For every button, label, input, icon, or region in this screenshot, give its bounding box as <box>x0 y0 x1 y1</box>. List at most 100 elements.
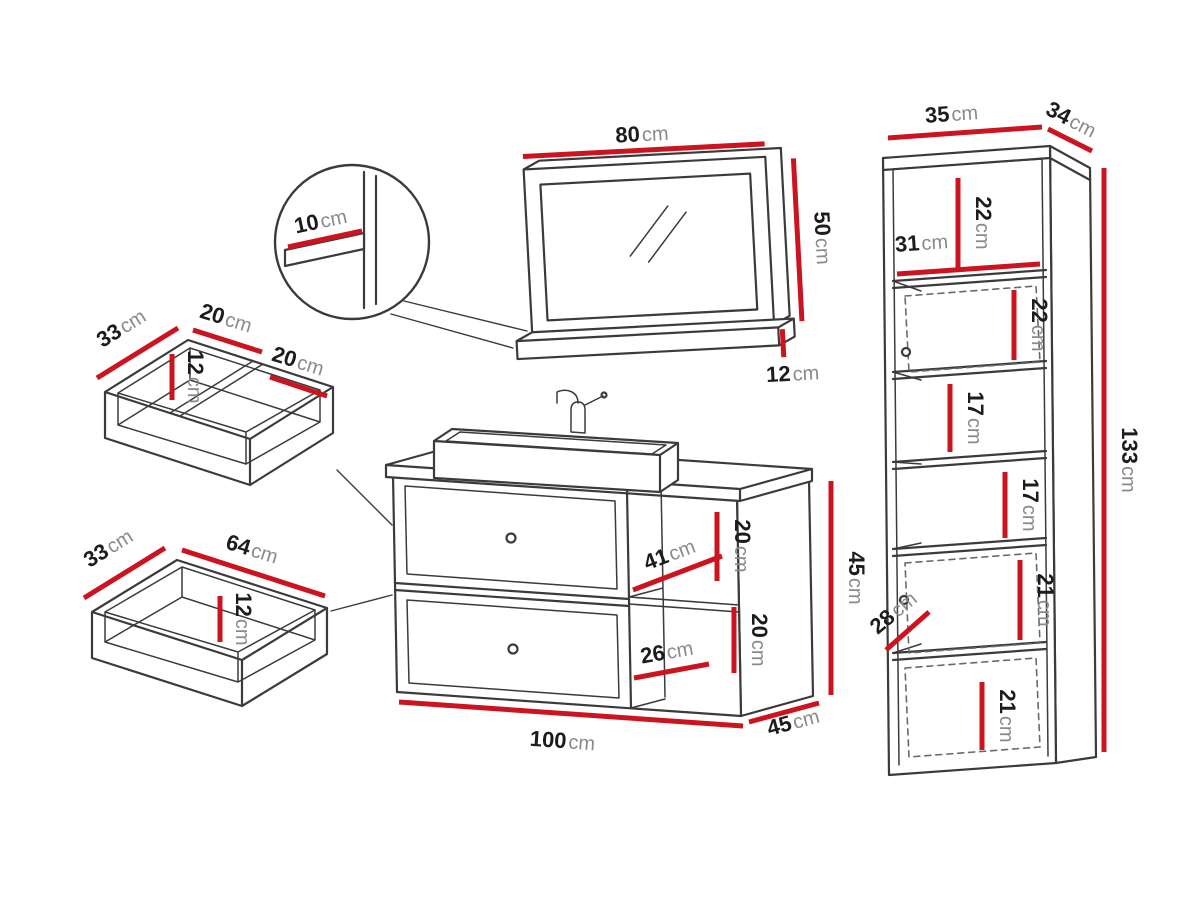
vanity-height-label: 45cm <box>844 551 869 604</box>
organizer-left-width-unit: cm <box>222 309 254 338</box>
vanity-drawer-front-outlines <box>404 485 620 699</box>
column-s1-unit: cm <box>971 223 993 250</box>
drawer-height-label: 12cm <box>231 592 256 645</box>
mirror-shelf-value: 12 <box>765 361 791 387</box>
mirror-shelf-unit: cm <box>792 362 820 385</box>
column-s6-value: 21 <box>995 689 1020 713</box>
column-s5-value: 21 <box>1033 573 1058 597</box>
niche-bottom-unit: cm <box>747 640 769 667</box>
column-s6-label: 21 cm <box>995 689 1020 742</box>
drawer-height-unit: cm <box>231 619 253 646</box>
mirror-glass <box>539 172 759 322</box>
column-width-label: 35cm <box>924 99 979 128</box>
detail-depth-value: 10 <box>292 209 321 239</box>
detail-leader-line-top <box>403 300 528 332</box>
drawer-organizer: 33cm 20cm 12cm 20cm <box>92 298 335 487</box>
column-side-face <box>1048 144 1098 765</box>
drawer-width-label: 64cm <box>223 529 281 568</box>
vanity-width-dimension-line <box>398 699 744 729</box>
mirror-shelf-dimension-line <box>779 329 787 358</box>
column-height-value: 133 <box>1117 427 1142 464</box>
vanity-cabinet: 100cm 45cm 45cm 41cm 20cm 20cm 26cm <box>384 389 869 756</box>
organizer-right-width-dimension-line <box>269 374 328 399</box>
mirror-height-dimension-line <box>790 158 805 322</box>
column-lower-door-knob <box>898 594 910 606</box>
drawer-body <box>90 558 329 708</box>
niche-width-dimension-line <box>632 553 723 593</box>
column-inner-width-dimension-line <box>896 261 1041 277</box>
column-s2-value: 22 <box>1027 298 1052 322</box>
column-s1-value: 22 <box>971 196 996 220</box>
organizer-leader-line <box>336 469 393 526</box>
column-s4-value: 17 <box>1018 478 1043 502</box>
niche-bottom-width-value: 26 <box>638 640 666 669</box>
vanity-width-value: 100 <box>529 726 567 754</box>
detail-leader-line-bottom <box>390 313 514 349</box>
vanity-width-unit: cm <box>568 731 596 755</box>
organizer-inner-walls <box>117 347 321 465</box>
niche-bottom-width-dimension-line <box>633 661 710 681</box>
faucet-handle-knob <box>600 391 608 399</box>
vanity-height-unit: cm <box>844 578 866 605</box>
column-s3-unit: cm <box>963 418 985 445</box>
column-width-unit: cm <box>951 102 979 126</box>
vanity-bottom-drawer-knob <box>507 643 519 655</box>
detail-depth-label: 10cm <box>292 203 349 239</box>
column-width-dimension-line <box>887 124 1043 141</box>
column-door-dashed-outlines <box>904 285 1041 758</box>
column-s5-label: 21 cm <box>1033 573 1058 626</box>
shelf-detail-callout: 10cm <box>273 163 431 321</box>
mirror-width-unit: cm <box>641 123 669 146</box>
column-width-value: 35 <box>924 101 950 128</box>
drawer-leader-line <box>330 594 393 612</box>
niche-bottom-value: 20 <box>747 613 772 637</box>
column-s1-label: 22 cm <box>971 196 996 249</box>
organizer-height-label: 12 cm <box>183 350 208 403</box>
faucet-body <box>570 401 586 434</box>
mirror-width-label: 80cm <box>615 120 669 148</box>
organizer-divider-wall <box>169 360 264 417</box>
drawer-box: 33cm 64cm 12cm <box>79 525 329 708</box>
column-s4-unit: cm <box>1018 505 1040 532</box>
organizer-depth-dimension-line <box>95 325 180 381</box>
drawer-width-unit: cm <box>248 540 280 569</box>
column-s5-unit: cm <box>1033 600 1055 627</box>
niche-bottom-width-label: 26cm <box>638 635 695 669</box>
column-height-unit: cm <box>1117 466 1139 493</box>
column-s3-label: 17 cm <box>963 391 988 444</box>
leader-lines <box>330 300 528 612</box>
mirror-reflection-lines <box>629 205 687 263</box>
column-inner-depth-dimension-line <box>884 610 931 652</box>
column-shelf-depth-lines <box>892 280 922 654</box>
column-upper-door-knob <box>900 346 912 358</box>
mirror-height-unit: cm <box>811 237 834 265</box>
column-s6-unit: cm <box>995 716 1017 743</box>
column-s4-label: 17 cm <box>1018 478 1043 531</box>
column-height-label: 133cm <box>1117 427 1142 492</box>
vanity-drawer-gap-lines <box>393 581 631 608</box>
detail-depth-unit: cm <box>318 206 349 233</box>
column-shelf-lines <box>891 268 1048 662</box>
column-s3-value: 17 <box>963 391 988 415</box>
drawer-depth-dimension-line <box>82 545 167 601</box>
column-s2-label: 22cm <box>1027 298 1052 351</box>
organizer-depth-label: 33cm <box>92 303 150 352</box>
mirror-unit: 80cm 50cm 12cm <box>515 120 835 387</box>
basin-inner-rim <box>445 431 667 455</box>
column-depth-dimension-line <box>1046 126 1094 154</box>
mirror-shelf <box>515 317 796 361</box>
organizer-height-value: 12 <box>183 350 208 374</box>
column-inner-width-unit: cm <box>921 231 949 255</box>
mirror-shelf-label: 12cm <box>765 359 819 387</box>
vanity-width-label: 100cm <box>529 726 596 756</box>
niche-bottom-width-unit: cm <box>665 638 695 664</box>
organizer-height-unit: cm <box>183 377 205 404</box>
column-depth-label: 34cm <box>1042 96 1101 142</box>
vanity-top-drawer-knob <box>505 532 517 544</box>
drawer-width-dimension-line <box>181 547 326 599</box>
mirror-height-value: 50 <box>809 211 835 237</box>
niche-top-value: 20 <box>730 519 755 543</box>
faucet-spout <box>556 389 579 404</box>
